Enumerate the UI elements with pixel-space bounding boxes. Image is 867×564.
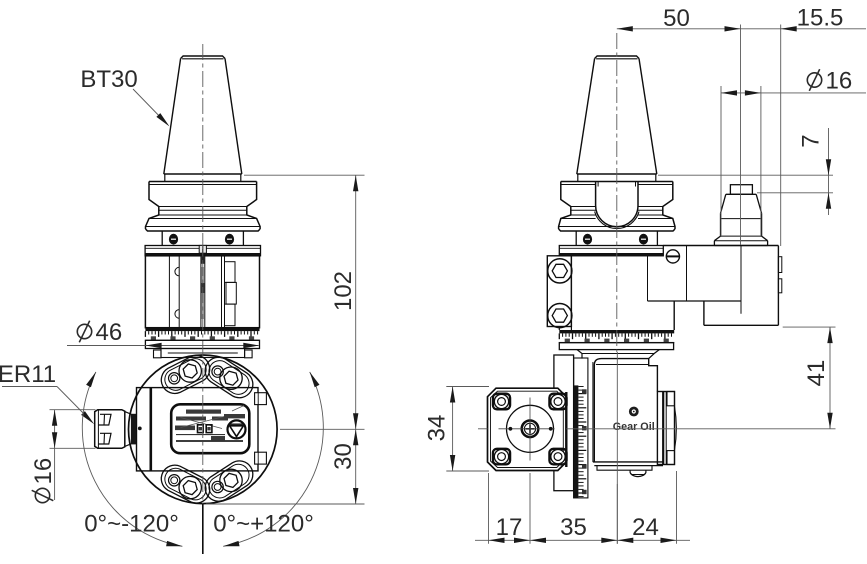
svg-text:16: 16	[30, 458, 57, 485]
svg-text:ER11: ER11	[0, 361, 56, 388]
svg-text:Gear Oil: Gear Oil	[613, 421, 655, 433]
svg-text:35: 35	[560, 514, 587, 541]
svg-text:0°~+120°: 0°~+120°	[213, 511, 314, 538]
svg-text:17: 17	[496, 514, 523, 541]
svg-text:102: 102	[330, 271, 357, 311]
svg-text:50: 50	[663, 5, 690, 32]
svg-text:15.5: 15.5	[797, 5, 844, 32]
svg-text:BT30: BT30	[80, 66, 137, 93]
svg-text:30: 30	[330, 443, 357, 470]
svg-text:34: 34	[424, 415, 451, 442]
svg-text:41: 41	[803, 360, 830, 387]
svg-text:24: 24	[632, 514, 659, 541]
svg-text:16: 16	[826, 68, 853, 95]
svg-text:0°~-120°: 0°~-120°	[84, 511, 179, 538]
svg-text:46: 46	[96, 319, 123, 346]
svg-text:7: 7	[798, 134, 825, 147]
